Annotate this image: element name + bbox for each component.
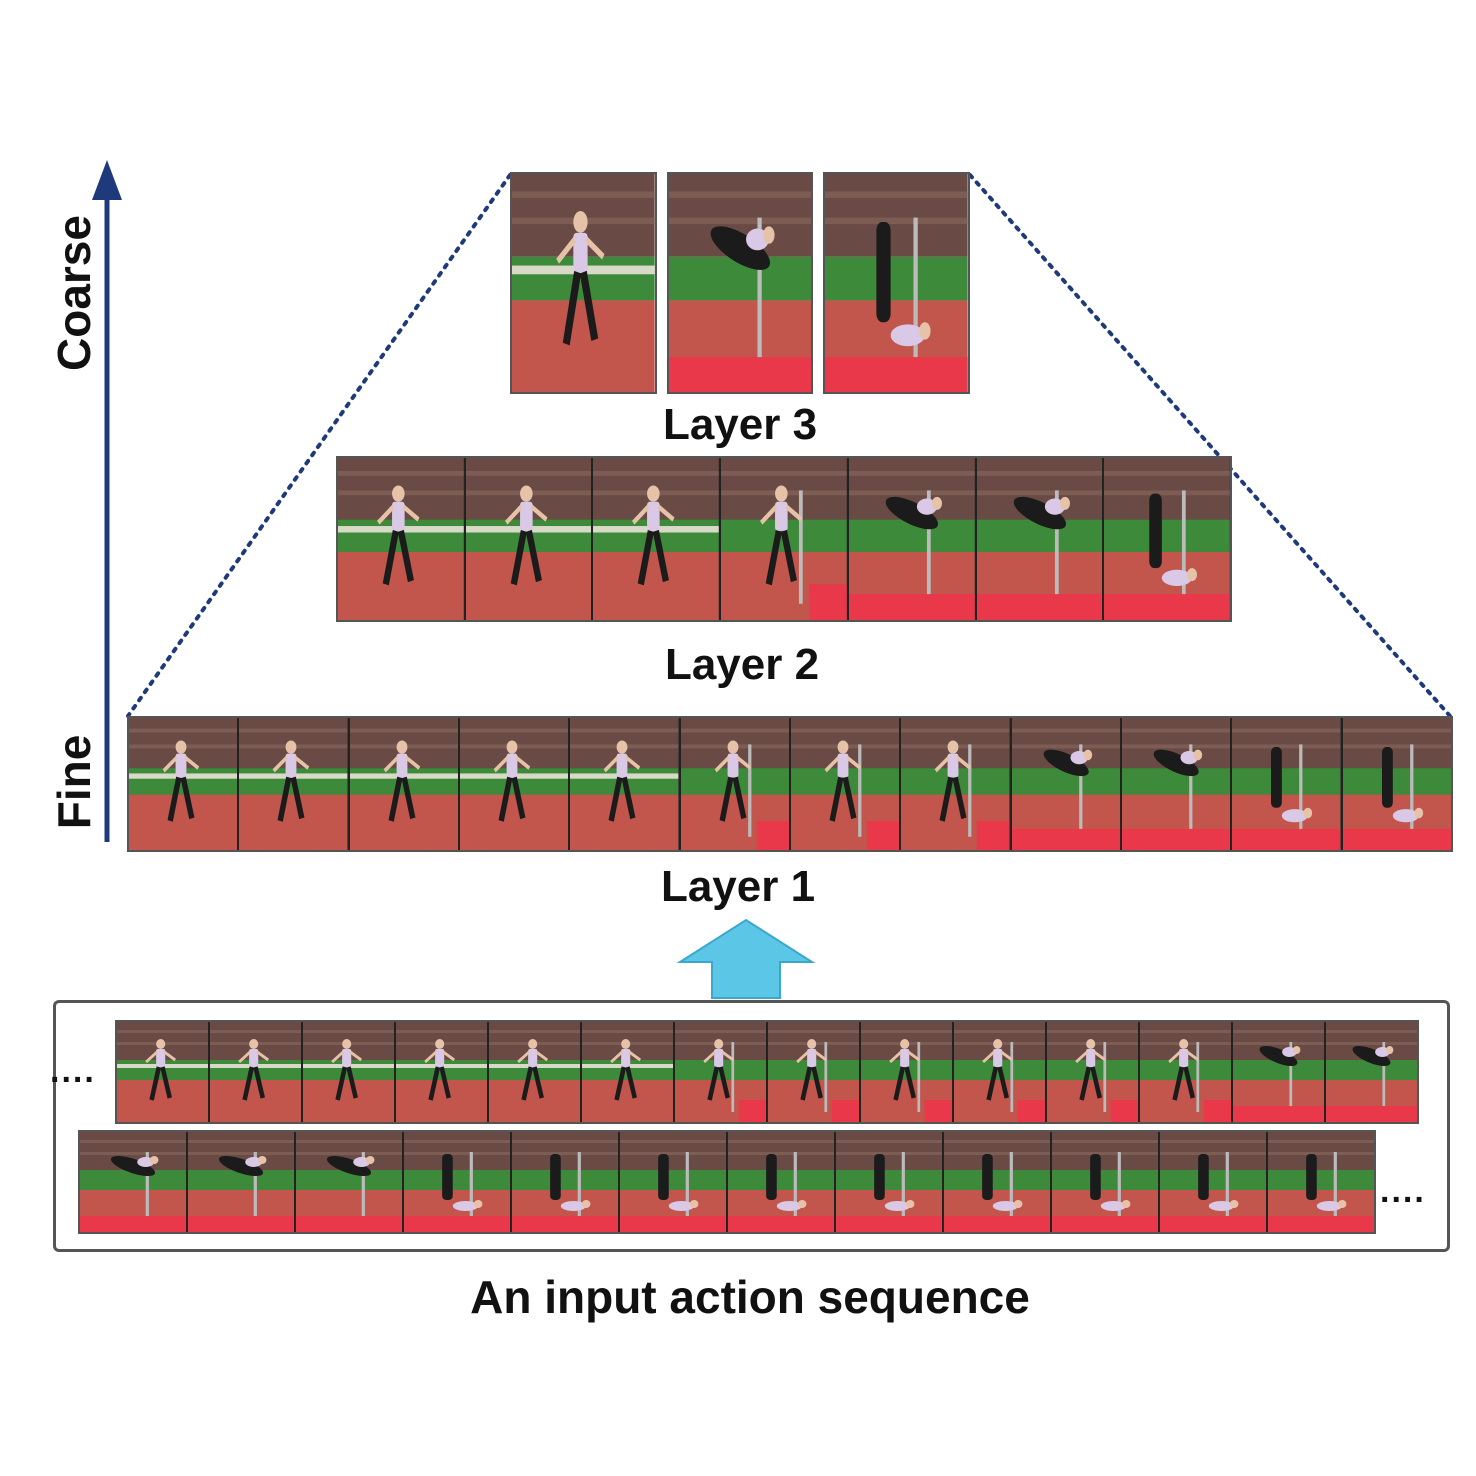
- layer-3-strip: [510, 172, 971, 394]
- coarse-arrowhead: [92, 160, 122, 200]
- input-frame: [768, 1022, 861, 1122]
- layer-1-frame: [790, 718, 902, 850]
- pyramid-left-line: [126, 173, 512, 718]
- layer-2-label: Layer 2: [664, 640, 820, 689]
- input-sequence-label: An input action sequence: [470, 1271, 1030, 1323]
- layer-2-frame: [721, 458, 849, 620]
- input-frame: [1052, 1132, 1160, 1232]
- input-frame: [620, 1132, 728, 1232]
- input-frame: [944, 1132, 1052, 1232]
- layer-1-frame: [901, 718, 1012, 850]
- layer-2-frame: [1104, 458, 1231, 620]
- input-frame: [404, 1132, 512, 1232]
- input-frame: [210, 1022, 303, 1122]
- input-frame: [296, 1132, 404, 1232]
- input-row-1-strip: [115, 1020, 1419, 1124]
- layer-1-frame: [239, 718, 350, 850]
- layer-1-frame: [680, 718, 791, 850]
- pyramid-right-line: [968, 173, 1452, 718]
- layer-1-frame: [349, 718, 460, 850]
- input-frame: [1047, 1022, 1140, 1122]
- ellipsis-left: ....: [50, 1052, 96, 1090]
- up-block-arrow: [676, 918, 816, 999]
- input-frame: [396, 1022, 489, 1122]
- input-frame: [582, 1022, 675, 1122]
- layer-1-strip: [127, 716, 1453, 852]
- ellipsis-right: ....: [1380, 1172, 1426, 1210]
- layer-2-frame: [976, 458, 1105, 620]
- coarse-label: Coarse: [48, 215, 100, 371]
- layer-1-label: Layer 1: [660, 862, 816, 911]
- layer-3-frame: [666, 172, 814, 394]
- input-frame: [1160, 1132, 1268, 1232]
- input-frame: [80, 1132, 188, 1232]
- fine-label: Fine: [48, 734, 100, 830]
- input-frame: [861, 1022, 954, 1122]
- input-frame: [728, 1132, 836, 1232]
- layer-1-frame: [1121, 718, 1233, 850]
- input-frame: [954, 1022, 1047, 1122]
- layer-1-frame: [1011, 718, 1122, 850]
- layer-1-frame: [570, 718, 681, 850]
- layer-2-frame: [338, 458, 466, 620]
- layer-3-label: Layer 3: [662, 400, 818, 449]
- layer-2-strip: [336, 456, 1232, 622]
- layer-1-frame: [459, 718, 571, 850]
- input-frame: [1140, 1022, 1233, 1122]
- layer-2-frame: [848, 458, 977, 620]
- layer-3-frame: [510, 172, 657, 394]
- layer-1-frame: [1232, 718, 1343, 850]
- layer-2-frame: [465, 458, 594, 620]
- input-frame: [1233, 1022, 1326, 1122]
- input-frame: [836, 1132, 944, 1232]
- layer-1-frame: [129, 718, 240, 850]
- input-frame: [117, 1022, 210, 1122]
- layer-2-frame: [593, 458, 722, 620]
- input-frame: [303, 1022, 396, 1122]
- input-frame: [512, 1132, 620, 1232]
- input-frame: [1268, 1132, 1374, 1232]
- input-frame: [675, 1022, 768, 1122]
- layer-3-frame: [823, 172, 971, 394]
- input-frame: [1326, 1022, 1417, 1122]
- layer-1-frame: [1342, 718, 1451, 850]
- input-frame: [188, 1132, 296, 1232]
- input-row-2-strip: [78, 1130, 1376, 1234]
- input-frame: [489, 1022, 582, 1122]
